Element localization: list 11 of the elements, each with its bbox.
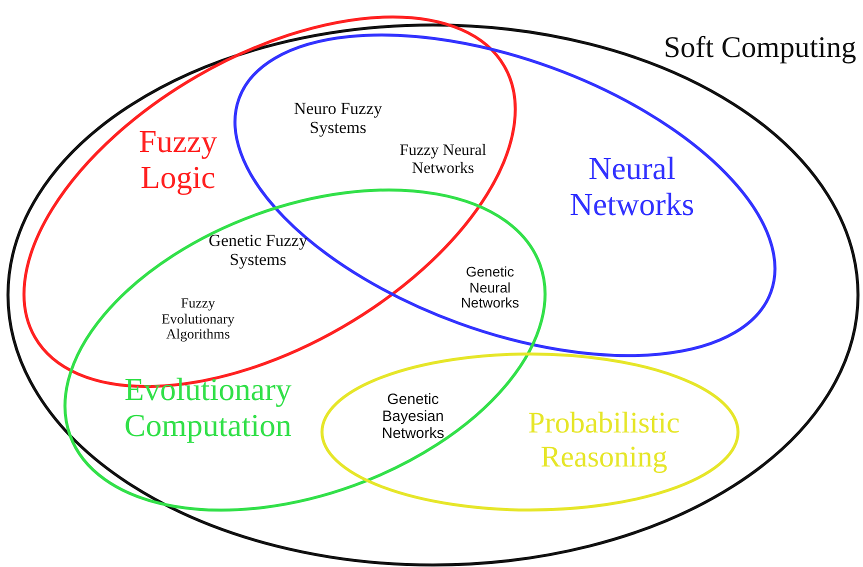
set-title: Neural Networks — [568, 151, 696, 223]
set-title: Fuzzy Logic — [138, 124, 218, 196]
set-title: Soft Computing — [662, 31, 858, 65]
overlap-label: Genetic Neural Networks — [460, 264, 520, 312]
overlap-label: Genetic Bayesian Networks — [380, 392, 446, 442]
overlap-label: Fuzzy Neural Networks — [398, 142, 488, 178]
set-title: Probabilistic Reasoning — [527, 406, 681, 474]
set-title: Evolutionary Computation — [123, 372, 293, 444]
overlap-label: Genetic Fuzzy Systems — [208, 230, 308, 270]
overlap-label: Neuro Fuzzy Systems — [293, 98, 383, 138]
overlap-label: Fuzzy Evolutionary Algorithms — [160, 296, 236, 344]
